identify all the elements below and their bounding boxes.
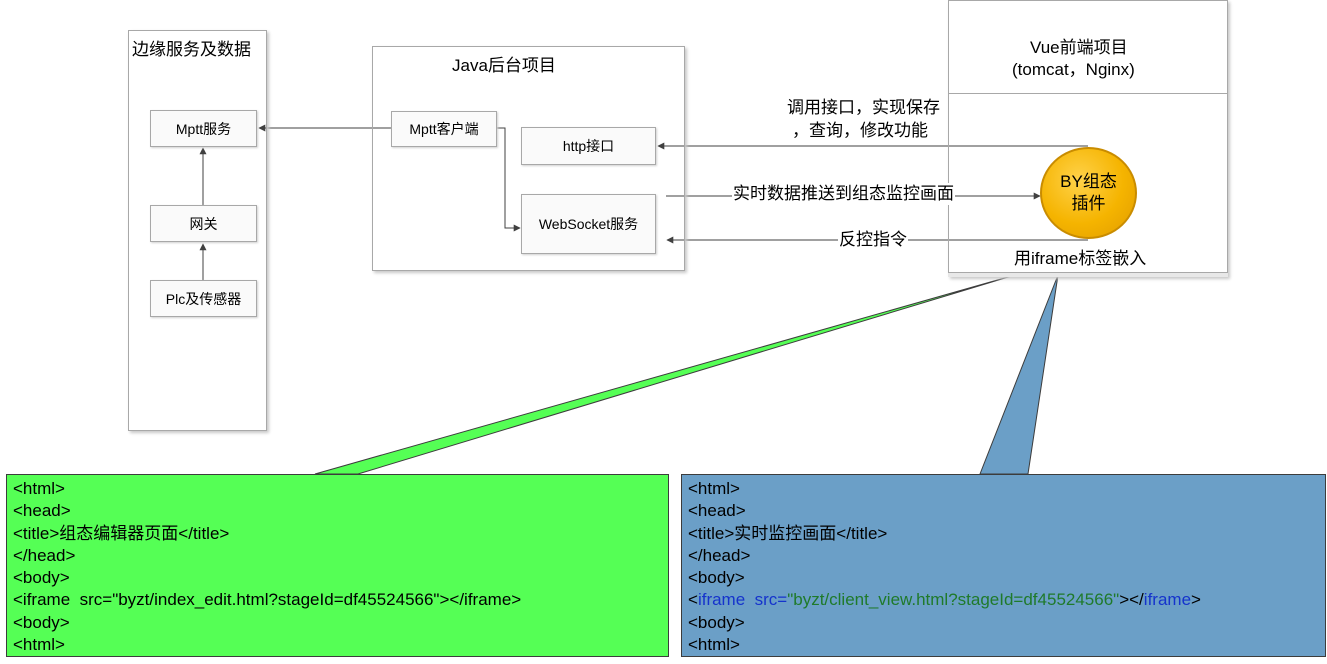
editor-code-box: <html> <head> <title>组态编辑器页面</title> </h… — [6, 474, 669, 657]
code-bracket: < — [688, 590, 698, 610]
vue-panel-bottom-band — [948, 272, 1228, 277]
green-callout-wedge — [314, 274, 1016, 475]
viewer-code-line: <html> — [688, 479, 740, 498]
vue-panel-title: Vue前端项目 — [1030, 38, 1128, 57]
java-panel — [372, 46, 685, 271]
http-api-node: http接口 — [521, 127, 656, 165]
mqtt-client-node: Mptt客户端 — [391, 111, 497, 147]
reverse-control-label: 反控指令 — [838, 229, 908, 251]
websocket-node: WebSocket服务 — [521, 194, 656, 254]
code-tag: iframe — [697, 590, 746, 610]
blue-callout-wedge — [979, 274, 1059, 475]
push-data-label: 实时数据推送到组态监控画面 — [732, 183, 955, 205]
editor-code-line: <title>组态编辑器页面</title> — [13, 523, 230, 543]
vue-panel-subtitle: (tomcat，Nginx) — [1012, 60, 1135, 79]
code-attr-value: "byzt/client_view.html?stageId=df4552456… — [787, 590, 1120, 610]
by-plugin-label-line1: BY组态 — [1060, 172, 1117, 191]
viewer-code-line: </head> — [688, 545, 751, 565]
editor-code-line: </head> — [13, 545, 76, 565]
code-bracket: ></ — [1119, 590, 1144, 610]
viewer-code-line: <title>实时监控画面</title> — [688, 523, 888, 543]
gateway-node: 网关 — [150, 205, 257, 242]
java-panel-title: Java后台项目 — [452, 56, 556, 75]
vue-panel-divider — [948, 93, 1228, 94]
editor-code-line: <head> — [13, 501, 71, 521]
edge-panel — [128, 30, 267, 431]
code-bracket: > — [1191, 590, 1201, 610]
viewer-iframe-line: <iframe src="byzt/client_view.html?stage… — [688, 589, 1319, 611]
by-plugin-label-line2: 插件 — [1071, 194, 1106, 213]
iframe-embed-label: 用iframe标签嵌入 — [1014, 249, 1147, 268]
api-call-label-line1: 调用接口，实现保存 — [787, 98, 940, 117]
mqtt-service-node: Mptt服务 — [150, 110, 257, 147]
editor-code-line: <body> — [13, 612, 70, 632]
editor-code-line: <body> — [13, 568, 70, 588]
plc-sensor-node: Plc及传感器 — [150, 280, 257, 317]
editor-code-line: <html> — [13, 635, 65, 655]
code-attr: src= — [745, 590, 788, 610]
edge-panel-title: 边缘服务及数据 — [132, 40, 251, 59]
viewer-code-line: <html> — [688, 635, 740, 655]
api-call-label-line2: ，查询，修改功能 — [792, 121, 928, 140]
editor-code-line: <iframe src="byzt/index_edit.html?stageI… — [13, 590, 522, 610]
code-tag: iframe — [1143, 590, 1192, 610]
editor-code-line: <html> — [13, 479, 65, 498]
viewer-code-line: <body> — [688, 612, 745, 632]
viewer-code-box: <html> <head> <title>实时监控画面</title> </he… — [681, 474, 1326, 657]
by-plugin-node: BY组态 插件 — [1040, 147, 1137, 239]
viewer-code-line: <body> — [688, 568, 745, 588]
viewer-code-line: <head> — [688, 501, 746, 521]
arrow-client-to-websocket — [497, 127, 521, 232]
